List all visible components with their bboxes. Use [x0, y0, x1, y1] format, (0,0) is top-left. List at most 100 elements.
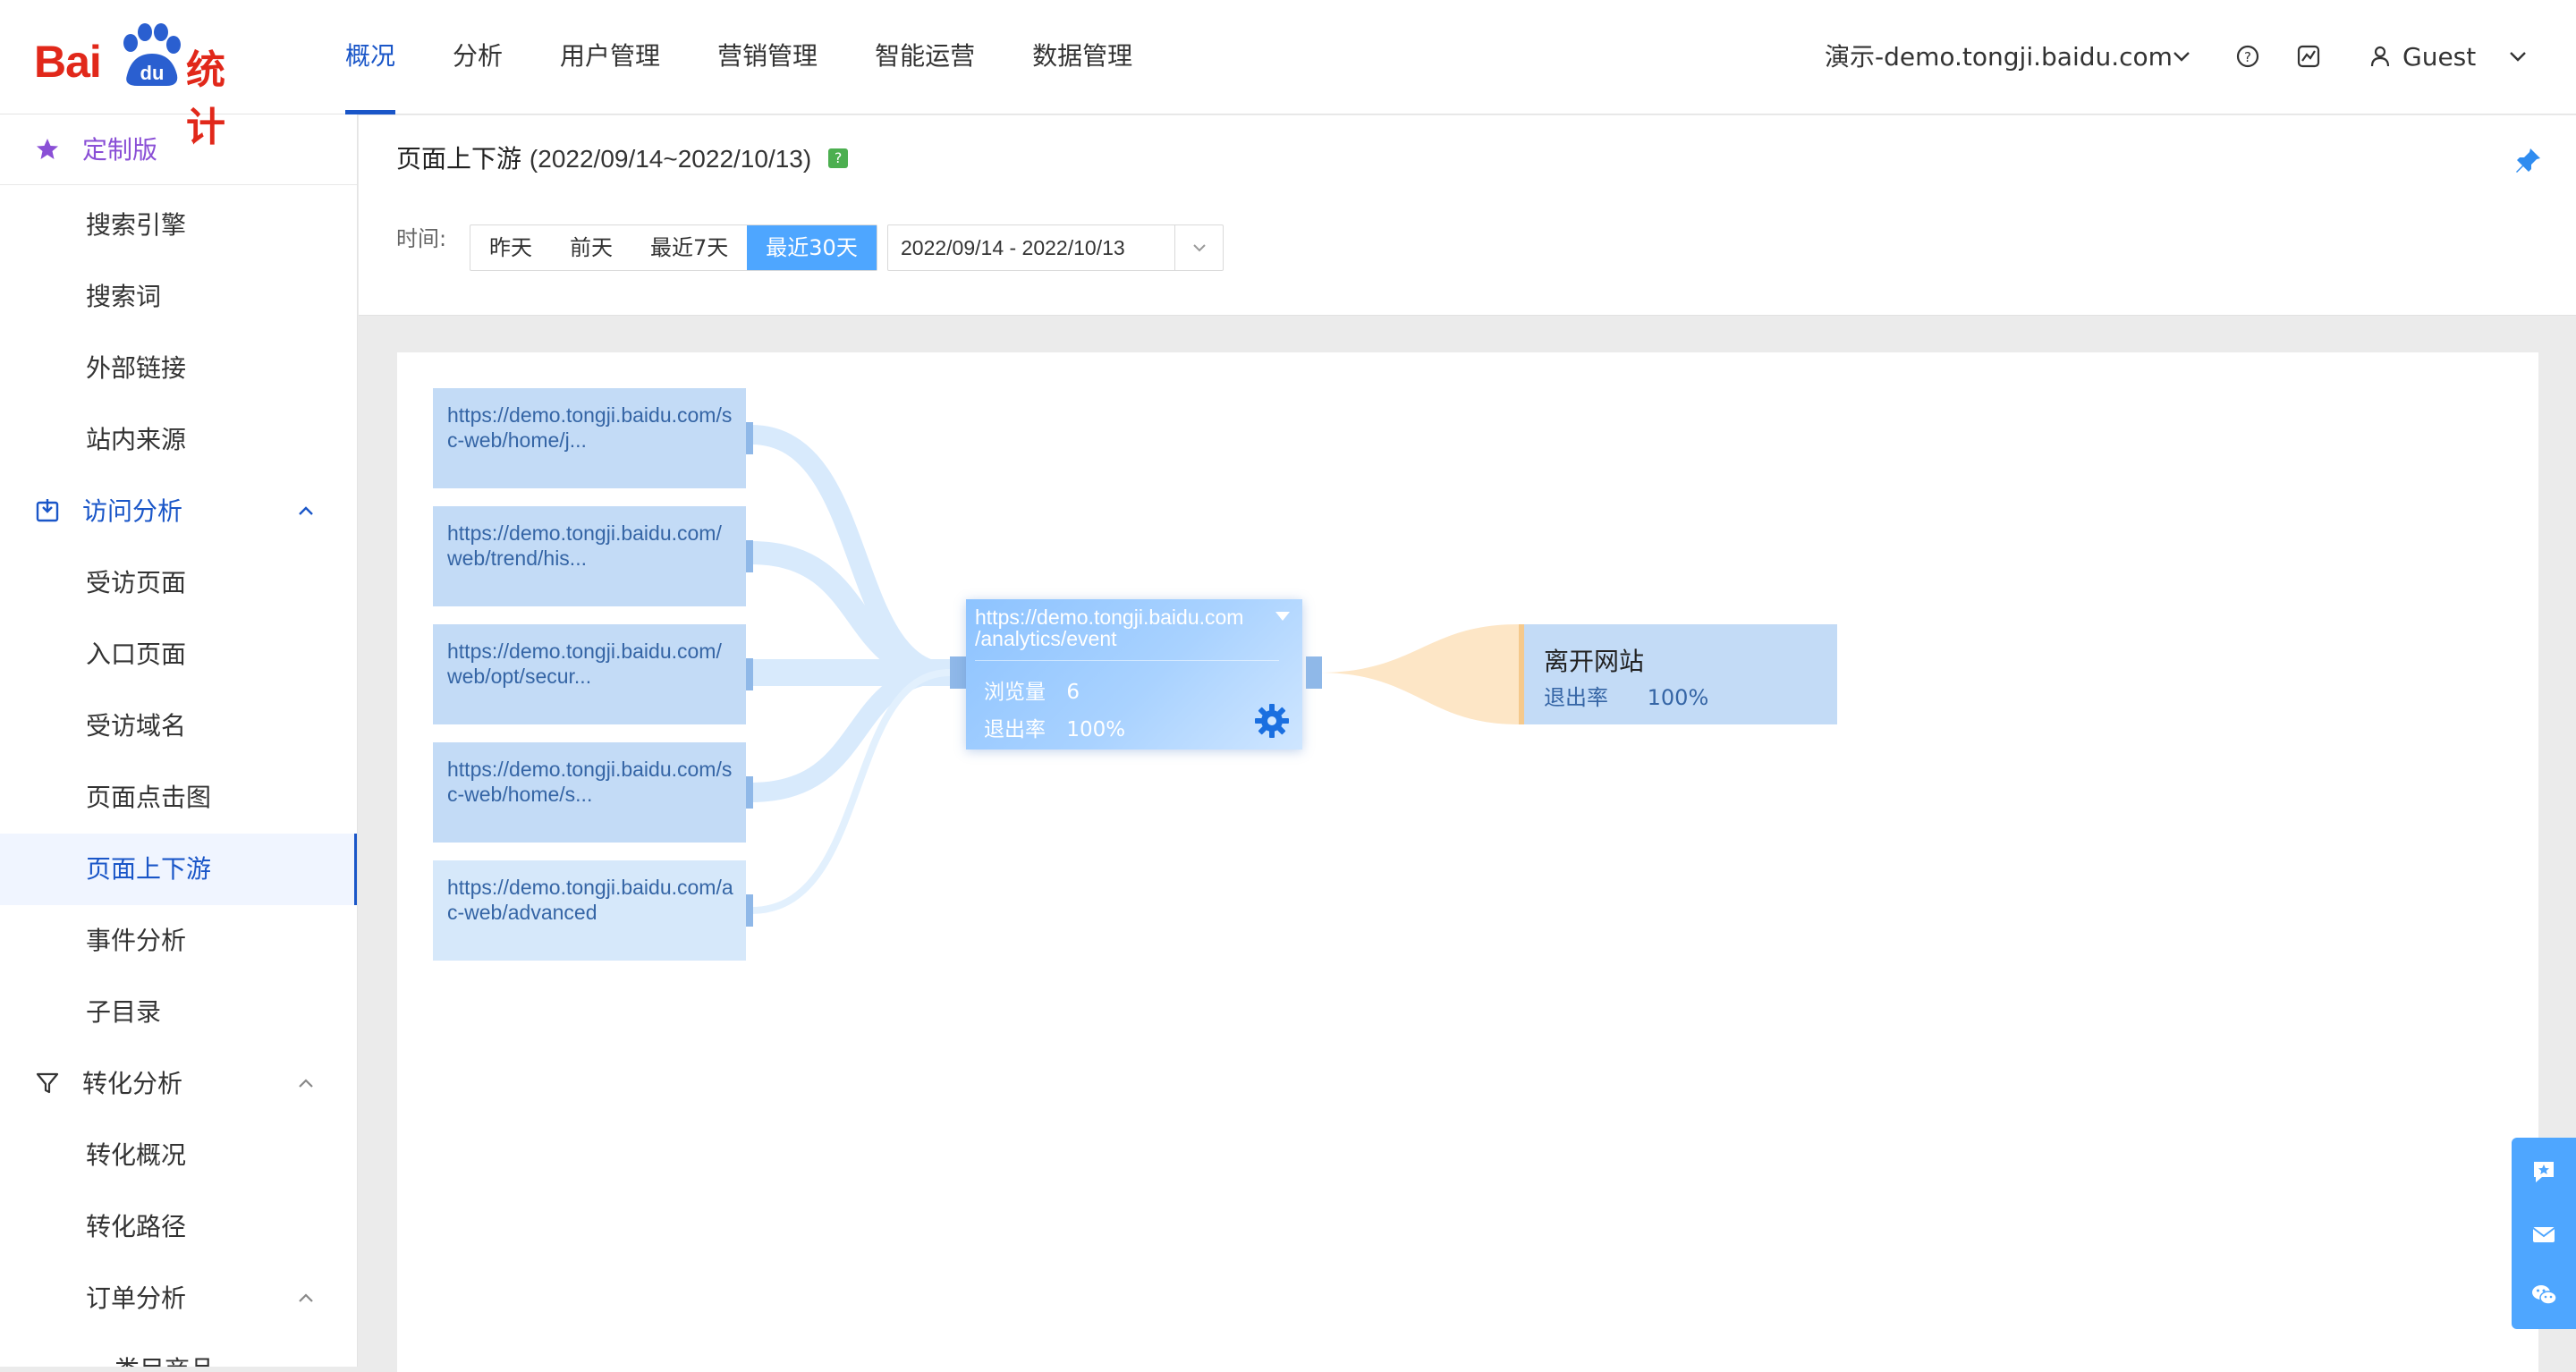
- preset-yesterday[interactable]: 昨天: [489, 235, 532, 260]
- star-icon: [37, 139, 58, 159]
- sidebar-group-visit-analysis[interactable]: 访问分析: [0, 476, 357, 547]
- leave-site-rate: 退出率 100%: [1544, 680, 1708, 711]
- date-picker-toggle[interactable]: [1174, 225, 1223, 270]
- sidebar-item-label: 事件分析: [86, 926, 187, 955]
- dashboard-icon[interactable]: [2295, 43, 2322, 70]
- exit-rate-value: 100%: [1066, 718, 1126, 741]
- sidebar-item-conversion-overview[interactable]: 转化概况: [0, 1120, 357, 1191]
- sidebar-item-label: 转化路径: [86, 1212, 187, 1241]
- logo-bai-text: Bai: [34, 37, 102, 87]
- node-handle: [746, 658, 753, 690]
- date-range-value: 2022/09/14 - 2022/10/13: [901, 236, 1125, 259]
- exit-rate-stat: 退出率 100%: [984, 712, 1125, 742]
- source-page-node[interactable]: https://demo.tongji.baidu.com/ac-web/adv…: [433, 860, 753, 961]
- pin-icon[interactable]: [2512, 146, 2543, 176]
- nav-overview[interactable]: 概况: [345, 0, 396, 114]
- sidebar-item-internal-sources[interactable]: 站内来源: [0, 404, 357, 476]
- sidebar-item-label: 子目录: [86, 997, 162, 1027]
- sidebar-item-visited-pages[interactable]: 受访页面: [0, 547, 357, 619]
- sidebar-item-label: 搜索引擎: [86, 210, 187, 240]
- time-label: 时间:: [396, 226, 447, 251]
- sidebar-item-conversion-path[interactable]: 转化路径: [0, 1191, 357, 1263]
- chevron-down-icon: [1193, 244, 1206, 252]
- pageview-label: 浏览量: [984, 681, 1046, 704]
- user-icon: [2370, 46, 2390, 67]
- sidebar-group-conversion-analysis[interactable]: 转化分析: [0, 1048, 357, 1120]
- nav-user-management[interactable]: 用户管理: [560, 41, 661, 71]
- help-circle-icon[interactable]: ?: [2234, 43, 2261, 70]
- user-name: Guest: [2402, 42, 2477, 72]
- help-icon[interactable]: ?: [828, 148, 849, 168]
- page-date-range: (2022/09/14~2022/10/13): [529, 145, 812, 173]
- sidebar-custom-label: 定制版: [82, 135, 158, 165]
- nav-analysis[interactable]: 分析: [453, 41, 504, 71]
- top-header: Bai du 统计 概况 分析 用户管理 营销管理 智能运营 数据管理 演示-d…: [0, 0, 2576, 150]
- nav-smart-operations[interactable]: 智能运营: [875, 41, 976, 71]
- site-selector[interactable]: 演示-demo.tongji.baidu.com: [1825, 0, 2173, 114]
- funnel-icon: [36, 1072, 59, 1094]
- logo-du-text: du: [140, 62, 165, 84]
- source-page-url: https://demo.tongji.baidu.com/sc-web/hom…: [447, 758, 733, 806]
- sidebar-item-click-map[interactable]: 页面点击图: [0, 762, 357, 834]
- sidebar-item-search-terms[interactable]: 搜索词: [0, 261, 357, 333]
- svg-text:?: ?: [2244, 49, 2251, 65]
- sidebar-item-label: 页面点击图: [86, 783, 212, 812]
- node-handle: [746, 776, 753, 809]
- preset-last-30-days[interactable]: 最近30天: [747, 225, 877, 270]
- page-flow-chart: https://demo.tongji.baidu.com/sc-web/hom…: [397, 352, 2538, 1372]
- exit-rate-label: 退出率: [984, 718, 1046, 741]
- node-handle: [950, 656, 966, 689]
- sidebar-custom-edition[interactable]: 定制版: [0, 114, 357, 186]
- gear-icon[interactable]: [1252, 701, 1292, 741]
- sidebar-item-event-analysis[interactable]: 事件分析: [0, 905, 357, 977]
- chevron-down-icon[interactable]: [2504, 43, 2531, 70]
- chevron-down-icon[interactable]: [2168, 43, 2195, 70]
- nav-marketing-management[interactable]: 营销管理: [717, 41, 818, 71]
- nav-data-management[interactable]: 数据管理: [1032, 41, 1133, 71]
- wechat-icon[interactable]: [2529, 1281, 2558, 1309]
- page-title: 页面上下游 (2022/09/14~2022/10/13) ?: [396, 137, 849, 182]
- sidebar-item-label: 转化概况: [86, 1140, 187, 1170]
- pageview-stat: 浏览量 6: [984, 674, 1080, 705]
- source-page-url: https://demo.tongji.baidu.com/web/trend/…: [447, 521, 722, 570]
- source-page-node[interactable]: https://demo.tongji.baidu.com/web/opt/se…: [433, 624, 753, 724]
- current-page-url-line1: https://demo.tongji.baidu.com: [975, 606, 1244, 629]
- node-handle: [746, 422, 753, 454]
- sidebar-item-visited-domains[interactable]: 受访域名: [0, 690, 357, 762]
- date-preset-selector: 昨天 前天 最近7天 最近30天: [470, 224, 877, 271]
- feedback-icon[interactable]: [2529, 1157, 2558, 1186]
- chevron-up-icon: [299, 1079, 313, 1088]
- visit-analysis-icon: [36, 499, 59, 522]
- source-page-node[interactable]: https://demo.tongji.baidu.com/sc-web/hom…: [433, 742, 753, 843]
- page-title-text: 页面上下游: [396, 144, 522, 174]
- sidebar-item-subdirectory[interactable]: 子目录: [0, 977, 357, 1048]
- sidebar-item-label: 页面上下游: [86, 854, 212, 884]
- source-page-node[interactable]: https://demo.tongji.baidu.com/sc-web/hom…: [433, 388, 753, 488]
- sidebar-divider: [0, 184, 357, 185]
- node-handle: [746, 540, 753, 572]
- sidebar-item-page-flow[interactable]: 页面上下游: [0, 834, 357, 905]
- source-page-node[interactable]: https://demo.tongji.baidu.com/web/trend/…: [433, 506, 753, 606]
- mail-icon[interactable]: [2529, 1220, 2558, 1249]
- sidebar-item-label: 入口页面: [86, 639, 187, 669]
- sidebar-group-label: 访问分析: [82, 496, 183, 526]
- current-page-node[interactable]: https://demo.tongji.baidu.com /analytics…: [966, 599, 1302, 750]
- sidebar-item-label: 订单分析: [86, 1283, 187, 1313]
- node-handle: [1306, 656, 1322, 689]
- preset-day-before[interactable]: 前天: [570, 235, 613, 260]
- preset-last-7-days[interactable]: 最近7天: [650, 235, 729, 260]
- sidebar-item-category-products[interactable]: 类目商品: [0, 1334, 357, 1367]
- leave-site-node[interactable]: 离开网站 退出率 100%: [1519, 624, 1837, 724]
- baidu-tongji-logo[interactable]: Bai du 统计: [34, 23, 249, 150]
- flow-links: [750, 425, 1519, 914]
- leave-site-title: 离开网站: [1544, 647, 1645, 676]
- current-page-url-line2: /analytics/event: [975, 627, 1117, 650]
- caret-down-icon[interactable]: [1274, 610, 1292, 622]
- date-range-picker[interactable]: 2022/09/14 - 2022/10/13: [887, 224, 1224, 271]
- sidebar-item-order-analysis[interactable]: 订单分析: [0, 1263, 357, 1334]
- baidu-paw-logo-icon: du: [123, 23, 181, 86]
- sidebar-item-entry-pages[interactable]: 入口页面: [0, 619, 357, 690]
- sidebar-item-external-links[interactable]: 外部链接: [0, 333, 357, 404]
- sidebar-item-search-engine[interactable]: 搜索引擎: [0, 190, 357, 261]
- sidebar-item-label: 受访页面: [86, 568, 187, 597]
